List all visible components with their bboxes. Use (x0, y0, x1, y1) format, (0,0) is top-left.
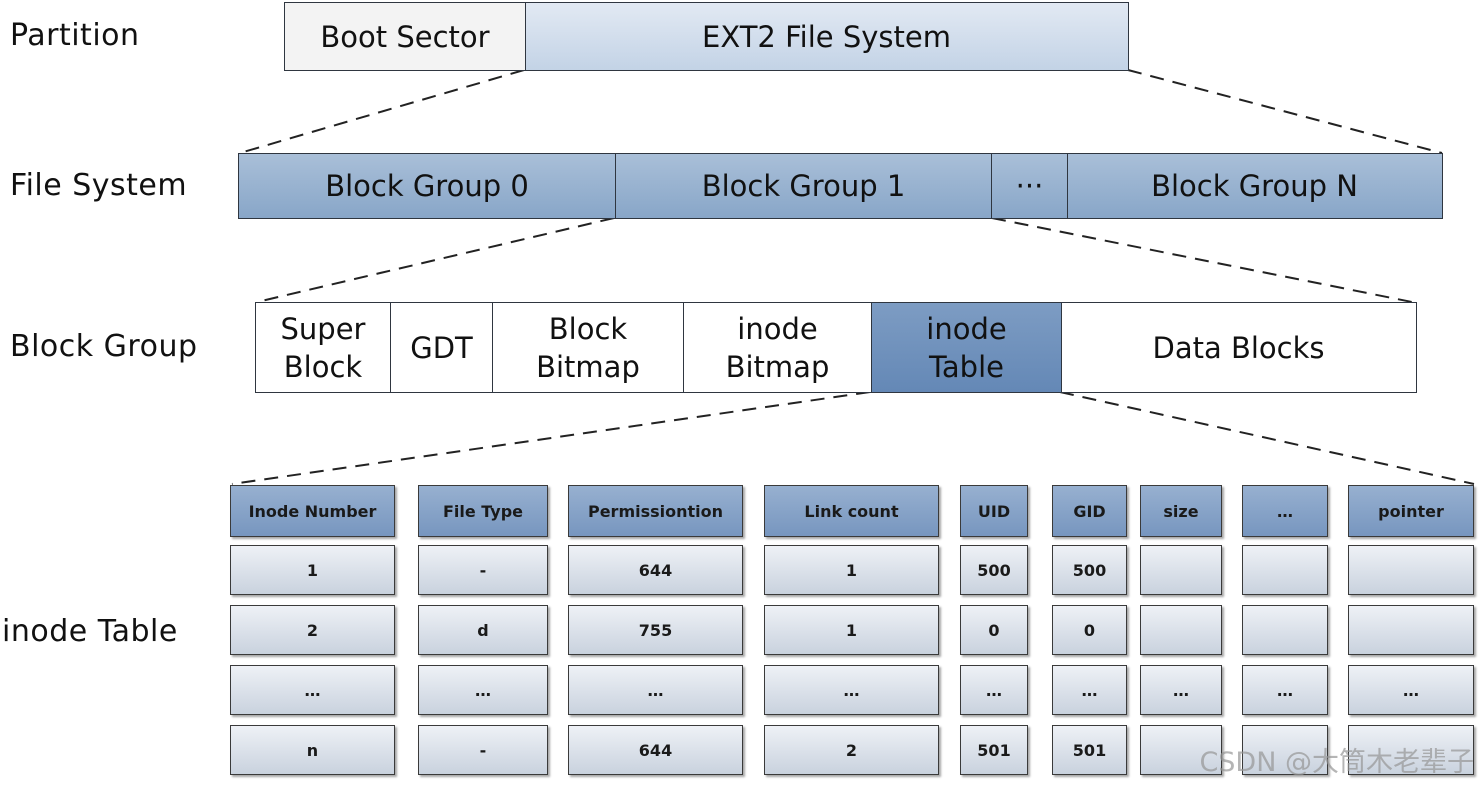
cell-ellipsis (1242, 605, 1328, 655)
cell-permission: 755 (568, 605, 743, 655)
cell-link-count: 2 (764, 725, 939, 775)
header-inode-number: Inode Number (230, 485, 395, 537)
header-size: size (1140, 485, 1222, 537)
cell-file-type: … (418, 665, 548, 715)
block-group-0-segment: Block Group 0 (238, 153, 616, 219)
header-link-count: Link count (764, 485, 939, 537)
boot-sector-segment: Boot Sector (284, 2, 526, 71)
cell-permission: 644 (568, 545, 743, 595)
block-group-ellipsis-segment: ··· (991, 153, 1068, 219)
cell-ellipsis: … (1242, 665, 1328, 715)
cell-gid: 0 (1052, 605, 1127, 655)
cell-permission: … (568, 665, 743, 715)
watermark: CSDN @大筒木老辈子 (1199, 747, 1474, 778)
cell-pointer: … (1348, 665, 1474, 715)
inode-bitmap-segment: inode Bitmap (682, 302, 873, 393)
header-permission: Permissiontion (568, 485, 743, 537)
partition-bar: Boot Sector EXT2 File System (284, 2, 1129, 71)
cell-link-count: 1 (764, 545, 939, 595)
cell-ellipsis (1242, 545, 1328, 595)
cell-pointer (1348, 725, 1474, 775)
cell-file-type: - (418, 545, 548, 595)
cell-inode-number: 1 (230, 545, 395, 595)
cell-gid: 501 (1052, 725, 1127, 775)
cell-permission: 644 (568, 725, 743, 775)
cell-file-type: - (418, 725, 548, 775)
cell-size (1140, 725, 1222, 775)
cell-size: … (1140, 665, 1222, 715)
ext2-file-system-segment: EXT2 File System (524, 2, 1129, 71)
cell-link-count: … (764, 665, 939, 715)
label-partition: Partition (10, 18, 140, 53)
inode-table-segment: inode Table (871, 302, 1062, 393)
block-group-1-segment: Block Group 1 (614, 153, 993, 219)
file-system-bar: Block Group 0 Block Group 1 ··· Block Gr… (238, 153, 1443, 219)
cell-pointer (1348, 605, 1474, 655)
block-group-bar: Super Block GDT Block Bitmap inode Bitma… (255, 302, 1417, 393)
block-bitmap-segment: Block Bitmap (492, 302, 684, 393)
header-ellipsis: … (1242, 485, 1328, 537)
cell-uid: 501 (960, 725, 1028, 775)
cell-link-count: 1 (764, 605, 939, 655)
data-blocks-segment: Data Blocks (1060, 302, 1417, 393)
cell-uid: 500 (960, 545, 1028, 595)
cell-inode-number: n (230, 725, 395, 775)
cell-ellipsis (1242, 725, 1328, 775)
super-block-segment: Super Block (255, 302, 391, 393)
label-inode-table: inode Table (2, 614, 178, 649)
header-gid: GID (1052, 485, 1127, 537)
gdt-segment: GDT (389, 302, 494, 393)
cell-inode-number: … (230, 665, 395, 715)
cell-size (1140, 605, 1222, 655)
header-uid: UID (960, 485, 1028, 537)
cell-file-type: d (418, 605, 548, 655)
cell-uid: 0 (960, 605, 1028, 655)
cell-size (1140, 545, 1222, 595)
header-file-type: File Type (418, 485, 548, 537)
label-block-group: Block Group (10, 329, 198, 364)
cell-gid: … (1052, 665, 1127, 715)
header-pointer: pointer (1348, 485, 1474, 537)
cell-pointer (1348, 545, 1474, 595)
block-group-n-segment: Block Group N (1066, 153, 1443, 219)
label-file-system: File System (10, 168, 188, 203)
cell-inode-number: 2 (230, 605, 395, 655)
cell-gid: 500 (1052, 545, 1127, 595)
cell-uid: … (960, 665, 1028, 715)
